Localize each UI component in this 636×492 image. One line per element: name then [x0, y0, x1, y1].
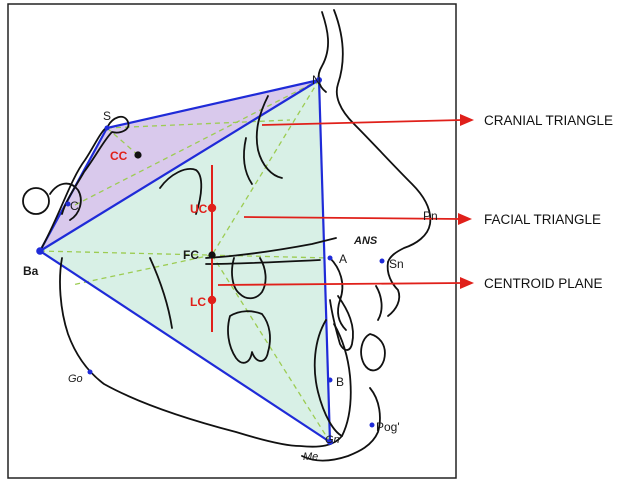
label-cc: CC	[110, 149, 128, 163]
label-b: B	[336, 375, 344, 389]
cc-point	[134, 151, 141, 158]
lc-point	[208, 296, 216, 304]
label-gn: Gn	[325, 434, 340, 446]
callout-centroid-plane: CENTROID PLANE	[484, 276, 603, 291]
label-pog: Pog'	[376, 420, 400, 434]
callout-facial-triangle: FACIAL TRIANGLE	[484, 212, 601, 227]
arrowhead-cranial	[460, 114, 474, 126]
callout-cranial-triangle: CRANIAL TRIANGLE	[484, 113, 613, 128]
label-sn: Sn	[389, 257, 404, 271]
label-c: C	[70, 199, 79, 213]
label-fc: FC	[183, 248, 199, 262]
s-point	[105, 126, 110, 131]
uc-point	[208, 204, 216, 212]
label-uc: UC	[190, 202, 208, 216]
arrowhead-facial	[458, 213, 472, 225]
arrowhead-centroid	[460, 277, 474, 289]
label-me: Me	[303, 451, 318, 463]
label-go: Go	[68, 373, 83, 385]
label-lc: LC	[190, 295, 206, 309]
label-a: A	[339, 252, 347, 266]
label-pn: Pn	[423, 209, 438, 223]
label-n: N	[312, 73, 321, 87]
fc-point	[208, 251, 215, 258]
b-point	[328, 378, 333, 383]
ba-point	[36, 247, 44, 255]
go-point	[88, 370, 93, 375]
label-s: S	[103, 109, 111, 123]
label-ans: ANS	[353, 235, 378, 247]
sn-point	[380, 259, 385, 264]
label-ba: Ba	[23, 264, 39, 278]
a-point	[328, 256, 333, 261]
pog-point	[370, 423, 375, 428]
